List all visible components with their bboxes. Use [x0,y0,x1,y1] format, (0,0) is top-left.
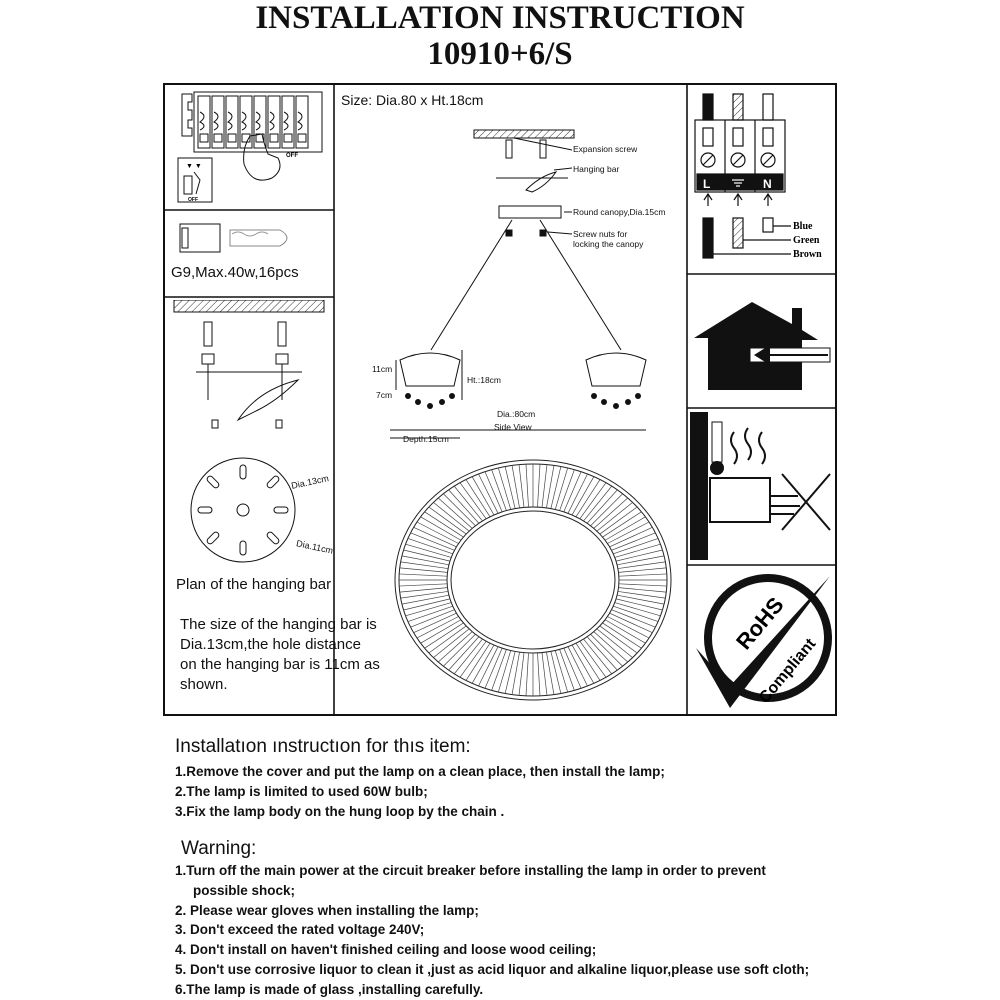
terminal-n: N [763,177,772,191]
dim-depth: Depth:15cm [403,434,449,444]
document-title: INSTALLATION INSTRUCTION [255,0,745,36]
wire-blue: Blue [793,221,813,232]
dim-7cm: 7cm [376,390,393,400]
warning-item: 3. Don't exceed the rated voltage 240V; [175,922,425,937]
wiring-diagram: L N Blue Green Brown [694,93,822,260]
diagram-frame [163,83,837,716]
instruction-step: 1.Remove the cover and put the lamp on a… [175,764,665,779]
instruction-step: 2.The lamp is limited to used 60W bulb; [175,784,428,799]
warning-heading: Warning: [181,838,257,859]
hanging-bar-assembly [173,300,325,429]
side-view-diagram [390,129,647,439]
instructions-heading: Installatıon ınstructıon for thıs item: [175,736,471,757]
callout-expansion-screw: Expansion screw [573,144,638,154]
dim-11cm: 11cm [372,364,393,374]
svg-text:OFF: OFF [188,197,198,203]
warning-item: 4. Don't install on haven't finished cei… [175,942,597,957]
callout-screw-nuts: Screw nuts for [573,229,628,239]
dim-ht: Ht.:18cm [467,375,502,385]
warning-item: 6.The lamp is made of glass ,installing … [175,982,484,997]
hanging-bar-plan [190,457,296,563]
indoor-use-icon [694,302,831,390]
hot-surface-warning-icon [690,412,831,560]
warning-item: 5. Don't use corrosive liquor to clean i… [175,962,810,977]
plan-note: The size of the hanging bar is Dia.13cm,… [180,616,380,693]
size-label: Size: Dia.80 x Ht.18cm [341,92,484,108]
dim-side-view: Side View [494,422,532,432]
wire-green: Green [793,235,820,246]
warning-item: 1.Turn off the main power at the circuit… [175,863,766,878]
svg-text:OFF: OFF [286,153,298,159]
callout-hanging-bar: Hanging bar [573,164,620,174]
warning-item: 2. Please wear gloves when installing th… [175,903,479,918]
rohs-text: RoHS [731,592,789,654]
plan-label: Plan of the hanging bar [176,576,332,593]
instruction-step: 3.Fix the lamp body on the hung loop by … [175,804,505,819]
warning-item: possible shock; [193,883,296,898]
top-view-ring [394,459,672,701]
g9-bulb-icon [179,223,288,253]
dim-dia: Dia.:80cm [497,409,536,419]
circuit-breaker-icon: ▼ ▼ OFF OFF [177,91,323,203]
model-number: 10910+6/S [427,36,573,72]
svg-text:▼ ▼: ▼ ▼ [186,163,202,170]
terminal-l: L [703,177,710,191]
rohs-badge: RoHS Compliant [696,574,832,708]
callout-round-canopy: Round canopy,Dia.15cm [573,207,666,217]
callout-locking: locking the canopy [573,239,644,249]
wire-brown: Brown [793,249,822,260]
bulb-spec: G9,Max.40w,16pcs [171,264,299,281]
